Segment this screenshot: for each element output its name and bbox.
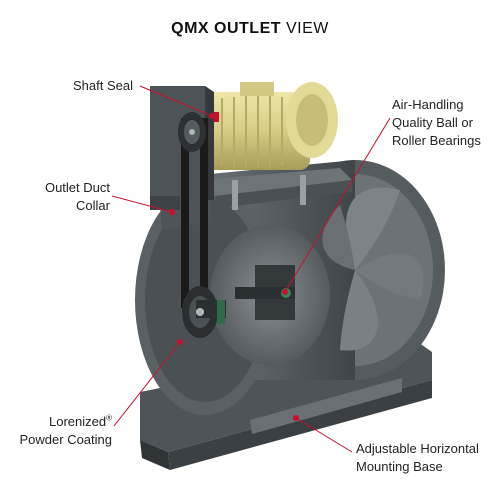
powder-coating-callout-line [113,341,181,427]
bearings-callout-line [284,117,391,293]
powder-coating-label-line2: Powder Coating [19,432,113,447]
duct-collar-label-line2: Collar [76,198,110,213]
duct-collar-label: Outlet Duct Collar [36,179,110,215]
shaft-seal-callout-line [139,85,213,117]
registered-mark: ® [106,413,112,423]
mounting-base-label: Adjustable Horizontal Mounting Base [356,440,479,476]
duct-collar-callout-line [111,195,173,213]
upper-pulley [178,112,206,152]
title-main: QMX OUTLET [171,20,282,37]
duct-collar-label-line1: Outlet Duct [44,180,110,195]
shaft-seal-label: Shaft Seal [73,78,133,93]
bearings-label-line1: Air-Handling [392,97,464,112]
powder-coating-label: Lorenized® Powder Coating [12,413,113,449]
duct-collar-dot [169,209,175,215]
bearings-label-line2: Quality Ball or [392,115,473,130]
base-callout-line [295,417,353,453]
powder-coating-dot [177,339,183,345]
powder-coating-label-line1: Lorenized [48,414,107,429]
drive-belt [181,118,208,308]
title-view: VIEW [285,20,329,37]
bearings-label-line3: Roller Bearings [392,133,481,148]
motor-mount [200,168,352,210]
motor [200,82,338,170]
shaft-seal-dot [209,113,215,119]
bearings-label: Air-Handling Quality Ball or Roller Bear… [392,96,481,150]
bearings-dot [282,289,288,295]
lower-pulley [182,286,226,338]
page-title: QMX OUTLET VIEW [0,20,500,38]
base-dot [293,415,299,421]
callouts [111,85,391,453]
mounting-base-label-line2: Mounting Base [356,459,443,474]
callout-dots [169,113,299,421]
mounting-base-label-line1: Adjustable Horizontal [356,441,479,456]
